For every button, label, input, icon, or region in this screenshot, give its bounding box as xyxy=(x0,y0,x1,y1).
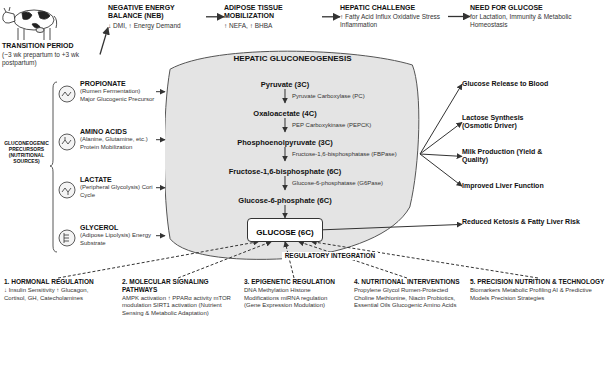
section-label: REGULATORY INTEGRATION xyxy=(282,252,379,260)
flow-arrow xyxy=(322,16,340,17)
node-heading: Oxaloacetate (4C) xyxy=(253,109,316,118)
regulation-box: 2. MOLECULAR SIGNALING PATHWAYSAMPK acti… xyxy=(122,278,234,318)
node-body: (Adipose Lipolysis) Energy Substrate xyxy=(80,232,156,247)
flow-arrow xyxy=(420,84,462,154)
node-heading: NEGATIVE ENERGY BALANCE (NEB) xyxy=(108,4,206,21)
node-heading: ADIPOSE TISSUE MOBILIZATION xyxy=(224,4,322,21)
flow-arrow xyxy=(420,154,462,186)
metabolite: Phosphoenolpyruvate (3C) xyxy=(237,132,332,147)
metabolite: Fructose-1,6-bisphosphate (6C) xyxy=(229,161,342,176)
metabolite: Oxaloacetate (4C) xyxy=(253,103,316,118)
outcome-box: Milk Production (Yield & Quality) xyxy=(462,148,552,165)
regulation-box: 1. HORMONAL REGULATION↓ Insulin Sensitiv… xyxy=(4,278,112,302)
node-body: for Lactation, Immunity & Metabolic Home… xyxy=(470,13,606,29)
stage-box: HEPATIC CHALLENGE↑ Fatty Acid Influx Oxi… xyxy=(340,4,448,29)
precursor-box: AMINO ACIDS(Alanine, Glutamine, etc.) Pr… xyxy=(80,128,156,151)
outcome-box: Glucose Release to Blood xyxy=(462,80,602,88)
node-heading: Fructose-1,6-bisphosphate (6C) xyxy=(229,167,342,176)
node-heading: Glucose Release to Blood xyxy=(462,80,602,88)
outcome-box: Reduced Ketosis & Fatty Liver Risk xyxy=(462,218,602,226)
flow-arrow xyxy=(156,235,165,236)
node-heading: 3. EPIGENETIC REGULATION xyxy=(244,278,344,286)
dashed-arrow xyxy=(299,242,407,278)
stage-box: TRANSITION PERIOD(~3 wk prepartum to +3 … xyxy=(2,42,100,67)
node-body: ↓ DMI, ↑ Energy Demand xyxy=(108,22,206,30)
stage-box: NEGATIVE ENERGY BALANCE (NEB)↓ DMI, ↑ En… xyxy=(108,4,206,30)
flow-arrow xyxy=(420,154,462,156)
flow-arrow xyxy=(284,89,285,103)
flow-arrow xyxy=(100,28,108,55)
stage-box: ADIPOSE TISSUE MOBILIZATION↑ NEFA, ↑ BHB… xyxy=(224,4,322,30)
node-heading: Lactose Synthesis (Osmotic Driver) xyxy=(462,114,552,131)
metabolite: Glucose-6-phosphate (6C) xyxy=(238,190,331,205)
node-body: ↓ Insulin Sensitivity ↑ Glucagon, Cortis… xyxy=(4,287,112,303)
node-heading: Phosphoenolpyruvate (3C) xyxy=(237,138,332,147)
node-heading: 5. PRECISION NUTRITION & TECHNOLOGY xyxy=(470,278,606,286)
flow-arrow xyxy=(420,122,462,154)
regulation-box: 3. EPIGENETIC REGULATIONDNA Methylation … xyxy=(244,278,344,310)
precursor-bracket xyxy=(50,82,57,252)
regulation-box: 4. NUTRITIONAL INTERVENTIONSPropylene Gl… xyxy=(354,278,460,310)
enzyme-label: Pyruvate Carboxylase (PC) xyxy=(292,93,365,100)
node-heading: Milk Production (Yield & Quality) xyxy=(462,148,552,165)
precursor-box: PROPIONATE(Rumen Fermentation) Major Glu… xyxy=(80,80,156,103)
node-heading: GLUCOSE (6C) xyxy=(256,228,313,238)
flow-arrow xyxy=(448,16,470,17)
enzyme-label: Glucose-6-phosphatase (G6Pase) xyxy=(292,180,383,187)
node-body: AMPK activation ↑ PPARα activity mTOR mo… xyxy=(122,295,234,318)
node-heading: HEPATIC GLUCONEOGENESIS xyxy=(165,54,420,63)
glucose-box: GLUCOSE (6C) xyxy=(247,218,322,242)
flow-arrow xyxy=(284,147,285,161)
node-heading: 1. HORMONAL REGULATION xyxy=(4,278,112,286)
dashed-arrow xyxy=(311,242,538,278)
enzyme-label: Fructose-1,6-bisphosphatase (FBPase) xyxy=(292,151,397,158)
node-body: ↑ Fatty Acid Influx Oxidative Stress Inf… xyxy=(340,13,448,29)
node-heading: HEPATIC CHALLENGE xyxy=(340,4,448,12)
group-label: GLUCONEOGENIC PRECURSORS (NUTRITIONAL SO… xyxy=(2,140,51,164)
precursor-box: LACTATE(Peripheral Glycolysis) Cori Cycl… xyxy=(80,176,156,199)
node-heading: LACTATE xyxy=(80,176,156,184)
flow-arrow xyxy=(156,91,165,92)
flow-arrow xyxy=(156,187,165,188)
node-heading: PROPIONATE xyxy=(80,80,156,88)
node-body: (Rumen Fermentation) Major Glucogenic Pr… xyxy=(80,88,156,103)
node-body: Propylene Glycol Rumen-Protected Choline… xyxy=(354,287,460,310)
outcome-box: Lactose Synthesis (Osmotic Driver) xyxy=(462,114,552,131)
cow-illustration xyxy=(3,7,57,40)
node-heading: Glucose-6-phosphate (6C) xyxy=(238,196,331,205)
outcome-box: Improved Liver Function xyxy=(462,182,602,190)
precursor-box: GLYCEROL(Adipose Lipolysis) Energy Subst… xyxy=(80,224,156,247)
regulation-box: 5. PRECISION NUTRITION & TECHNOLOGYBioma… xyxy=(470,278,606,302)
node-heading: Pyruvate (3C) xyxy=(261,80,309,89)
node-body: (Peripheral Glycolysis) Cori Cycle xyxy=(80,184,156,199)
node-body: DNA Methylation Histone Modifications mi… xyxy=(244,287,344,310)
molecule-icons xyxy=(59,86,75,246)
node-heading: AMINO ACIDS xyxy=(80,128,156,136)
flow-arrow xyxy=(284,176,285,190)
flow-arrow xyxy=(206,16,224,17)
node-heading: Reduced Ketosis & Fatty Liver Risk xyxy=(462,218,602,226)
metabolite: Pyruvate (3C) xyxy=(261,74,309,89)
node-body: (~3 wk prepartum to +3 wk postpartum) xyxy=(2,51,100,67)
flow-arrow xyxy=(285,205,286,218)
node-heading: NEED FOR GLUCOSE xyxy=(470,4,606,12)
node-heading: GLYCEROL xyxy=(80,224,156,232)
node-heading: Improved Liver Function xyxy=(462,182,602,190)
flow-arrow xyxy=(156,139,165,140)
stage-box: NEED FOR GLUCOSEfor Lactation, Immunity … xyxy=(470,4,606,29)
node-heading: TRANSITION PERIOD xyxy=(2,42,100,50)
node-body: Biomarkers Metabolic Profiling AI & Pred… xyxy=(470,287,606,303)
node-heading: 2. MOLECULAR SIGNALING PATHWAYS xyxy=(122,278,234,294)
flow-arrow xyxy=(284,118,285,132)
node-body: (Alanine, Glutamine, etc.) Protein Mobil… xyxy=(80,136,156,151)
node-heading: 4. NUTRITIONAL INTERVENTIONS xyxy=(354,278,460,286)
node-body: ↑ NEFA, ↑ BHBA xyxy=(224,22,322,30)
enzyme-label: PEP Carboxykinase (PEPCK) xyxy=(292,122,371,129)
